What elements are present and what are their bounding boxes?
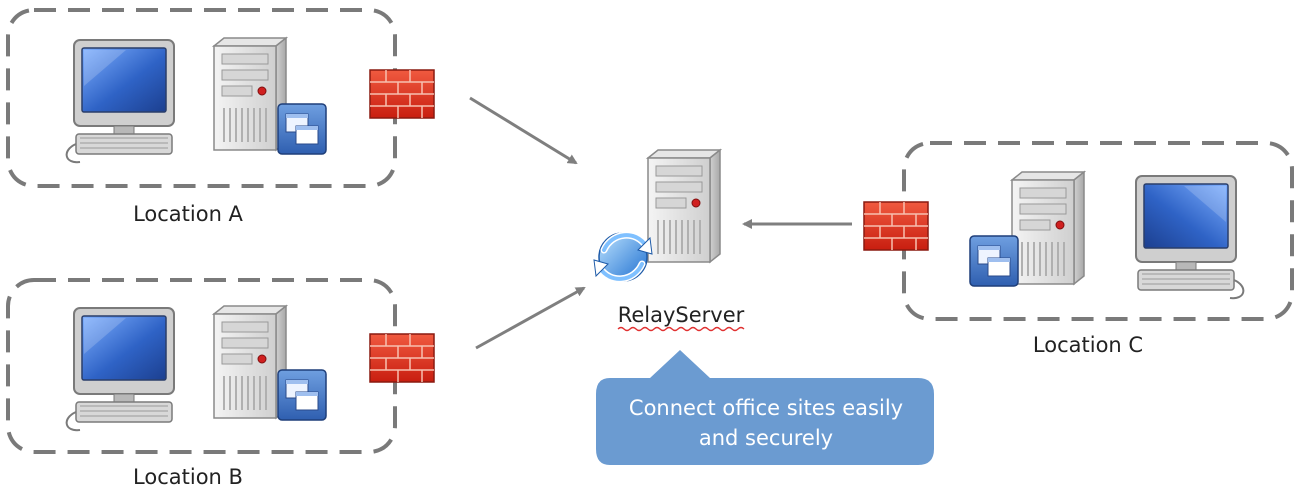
location-b-boundary [6,278,397,454]
location-b: Location B [6,278,435,489]
location-c-label: Location C [1033,333,1143,357]
location-a-application-window-icon [277,103,327,155]
location-a: Location A [6,8,435,226]
location-c: Location C [863,141,1294,357]
location-c-firewall-brick-icon [863,201,929,251]
relay-server-label: RelayServer [618,303,745,327]
location-b-server-tower-icon [213,305,287,419]
arrow-location-b-to-relay [475,286,586,350]
callout-bubble [596,350,934,465]
sync-globe-icon [594,233,652,281]
relay-server-tower-icon [647,149,721,263]
location-c-application-window-icon [969,235,1019,287]
location-a-server-tower-icon [213,37,287,151]
callout-line-1: Connect office sites easily [629,396,903,420]
location-a-boundary [6,8,397,188]
location-a-desktop-computer-icon [65,39,175,164]
location-b-firewall-brick-icon [369,333,435,383]
location-b-application-window-icon [277,369,327,421]
location-a-label: Location A [133,202,243,226]
arrow-location-a-to-relay [469,96,578,165]
location-b-desktop-computer-icon [65,307,175,432]
location-a-firewall-brick-icon [369,69,435,119]
callout-line-2: and securely [699,426,833,450]
location-c-desktop-computer-icon [1135,175,1245,300]
relay-server-label-underline [617,326,745,332]
relay-server: RelayServer [594,149,745,332]
location-c-server-tower-icon [1011,171,1085,285]
location-b-label: Location B [133,465,243,489]
callout: Connect office sites easily and securely [596,350,934,465]
